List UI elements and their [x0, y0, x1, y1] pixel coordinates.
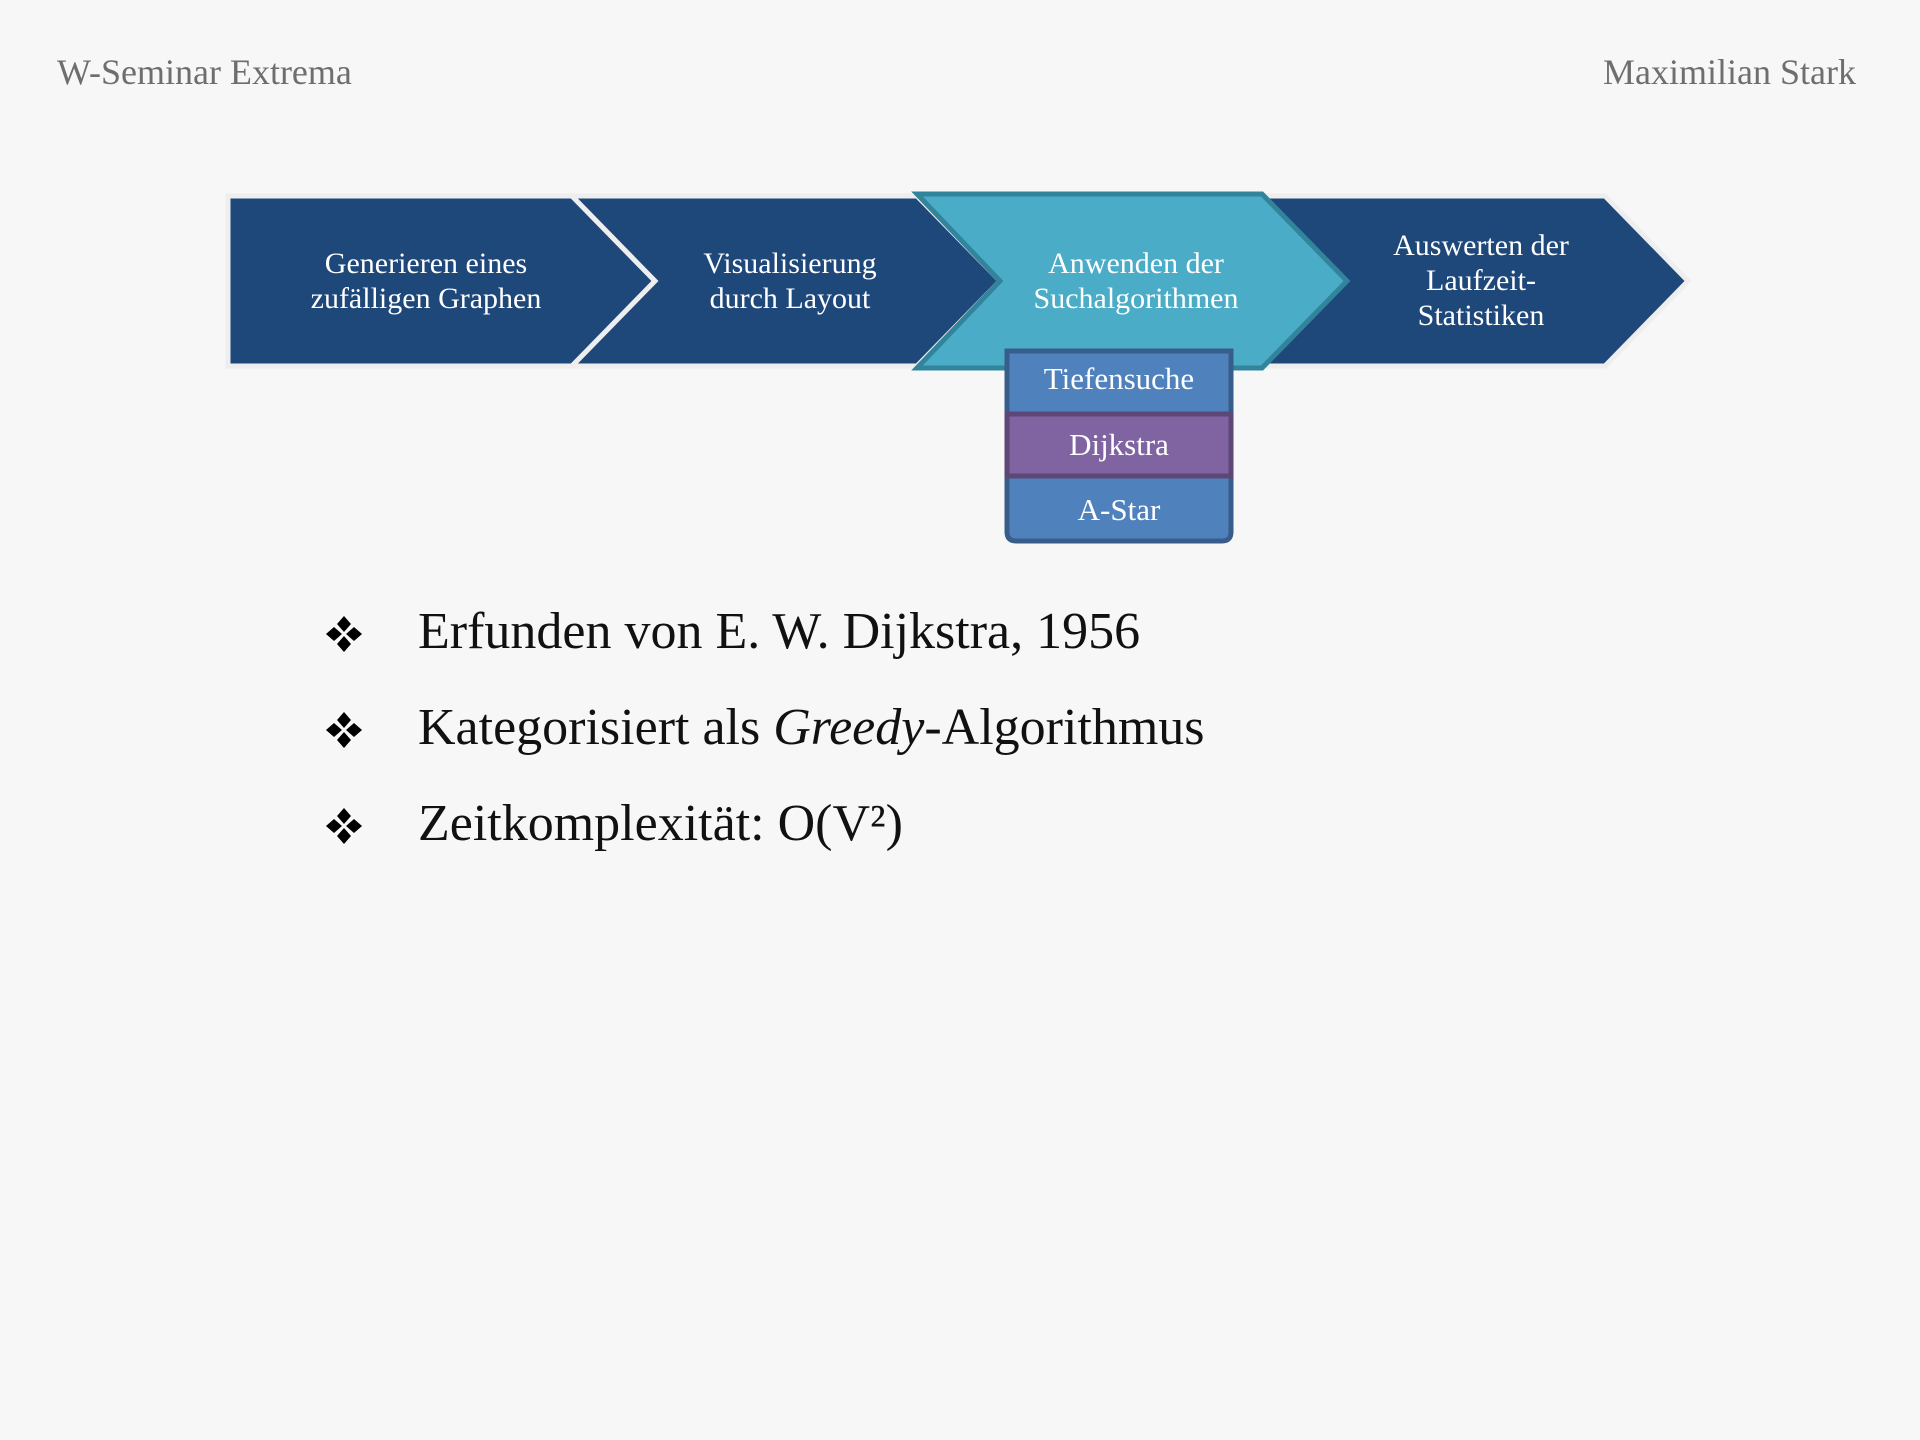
- four-diamond-bullet-icon: [326, 808, 362, 844]
- algorithm-item-a-star: A-Star: [1077, 492, 1161, 527]
- bullet-item: Kategorisiert als Greedy-Algorithmus: [320, 696, 1205, 792]
- step-visualize: Visualisierung durch Layout: [640, 246, 940, 316]
- algorithm-item-tiefensuche: Tiefensuche: [1043, 361, 1195, 396]
- algorithm-list: [1004, 348, 1234, 544]
- bullet-list: Erfunden von E. W. Dijkstra, 1956 Katego…: [320, 600, 1205, 888]
- four-diamond-bullet-icon: [326, 712, 362, 748]
- bullet-text-italic: Greedy: [773, 699, 925, 756]
- algorithm-highlight-dijkstra: [1004, 411, 1234, 479]
- step-evaluate-line-1: Auswerten der: [1393, 229, 1569, 262]
- four-diamond-bullet-icon: [326, 616, 362, 652]
- bullet-text: Erfunden von E. W. Dijkstra, 1956: [418, 603, 1141, 660]
- bullet-text: Zeitkomplexität: O(V²): [418, 795, 903, 852]
- step-generate: Generieren eines zufälligen Graphen: [276, 246, 576, 316]
- step-evaluate-line-2: Laufzeit-: [1426, 264, 1536, 297]
- step-shape-apply-active: [911, 191, 1351, 371]
- step-apply: Anwenden der Suchalgorithmen: [986, 246, 1286, 316]
- step-apply-line-2: Suchalgorithmen: [1033, 282, 1239, 315]
- step-visualize-line-1: Visualisierung: [703, 247, 877, 280]
- bullet-text-before: Kategorisiert als: [418, 699, 774, 756]
- bullet-item: Zeitkomplexität: O(V²): [320, 792, 1205, 888]
- step-generate-line-1: Generieren eines: [324, 247, 528, 280]
- bullet-text-after: -Algorithmus: [924, 699, 1205, 756]
- step-visualize-line-2: durch Layout: [709, 282, 871, 315]
- step-evaluate-line-3: Statistiken: [1417, 299, 1545, 332]
- process-flow-graphic: [225, 191, 1692, 544]
- step-generate-line-2: zufälligen Graphen: [310, 282, 542, 315]
- process-flow: Generieren eines zufälligen Graphen Visu…: [0, 0, 1920, 560]
- header-title: W-Seminar Extrema: [57, 52, 352, 92]
- header-author: Maximilian Stark: [1603, 52, 1856, 92]
- algorithm-item-dijkstra: Dijkstra: [1069, 427, 1169, 462]
- step-apply-line-1: Anwenden der: [1048, 247, 1224, 280]
- step-evaluate: Auswerten der Laufzeit- Statistiken: [1331, 228, 1631, 333]
- bullet-item: Erfunden von E. W. Dijkstra, 1956: [320, 600, 1205, 696]
